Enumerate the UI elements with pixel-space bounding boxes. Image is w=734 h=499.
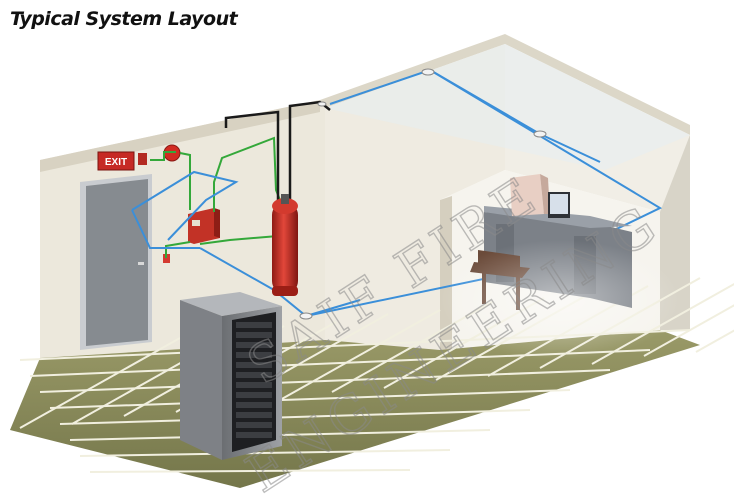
smoke-detector-4	[299, 312, 313, 320]
server-unit	[236, 392, 272, 398]
exit-sign-label: EXIT	[105, 157, 127, 168]
page-title: Typical System Layout	[10, 8, 238, 30]
computer-tower	[510, 174, 550, 216]
door-panel	[86, 179, 148, 346]
office-light-glow	[440, 240, 680, 360]
server-rack	[180, 292, 282, 460]
server-unit	[236, 412, 272, 418]
wall-switch	[163, 254, 170, 263]
server-unit	[236, 352, 272, 358]
smoke-detector-2	[533, 130, 547, 138]
server-unit	[236, 382, 272, 388]
door	[80, 174, 152, 350]
office-glass-ceiling	[325, 44, 690, 170]
server-unit	[236, 362, 272, 368]
server-unit	[236, 322, 272, 328]
exit-sign: EXIT	[97, 151, 135, 171]
floor-grid-line	[643, 304, 734, 357]
floor-grid-line	[695, 329, 734, 353]
floor-grid-line	[279, 309, 441, 401]
agent-cylinder	[272, 194, 298, 296]
server-unit	[236, 372, 272, 378]
manual-pull-station	[138, 153, 147, 165]
server-units	[236, 322, 272, 438]
floor-grid-line	[49, 389, 571, 409]
floor-grid-line	[59, 409, 531, 425]
floor-grid-line	[39, 369, 611, 393]
door-handle	[138, 262, 144, 265]
floor-grid-line	[89, 469, 411, 473]
floor-grid-line	[19, 337, 181, 429]
computer-monitor	[548, 192, 570, 218]
smoke-detector-1	[421, 68, 435, 76]
server-unit	[236, 432, 272, 438]
control-panel	[188, 208, 220, 244]
server-unit	[236, 422, 272, 428]
alarm-wiring	[150, 136, 281, 258]
discharge-nozzle	[317, 101, 327, 107]
server-unit	[236, 342, 272, 348]
server-unit	[236, 332, 272, 338]
floor-grid-line	[79, 449, 451, 457]
server-unit	[236, 402, 272, 408]
